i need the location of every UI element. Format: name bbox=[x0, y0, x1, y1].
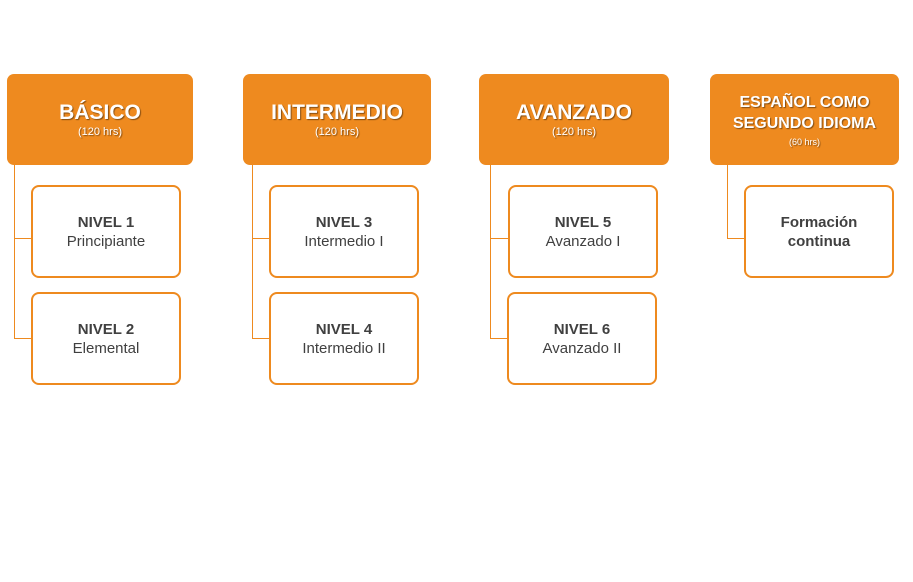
basico-hours: (120 hrs) bbox=[77, 125, 123, 138]
avanzado-connector-nivel6 bbox=[490, 338, 508, 339]
avanzado-title: AVANZADO bbox=[516, 100, 632, 124]
nivel-2-card: NIVEL 2 Elemental bbox=[31, 292, 181, 385]
intermedio-connector-nivel4 bbox=[252, 338, 270, 339]
basico-connector-nivel1 bbox=[14, 238, 32, 239]
basico-connector-vertical bbox=[14, 165, 15, 339]
nivel-3-level: NIVEL 3 bbox=[315, 213, 373, 231]
intermedio-connector-vertical bbox=[252, 165, 253, 339]
avanzado-connector-vertical bbox=[490, 165, 491, 339]
intermedio-connector-nivel3 bbox=[252, 238, 270, 239]
avanzado-hours: (120 hrs) bbox=[551, 125, 597, 138]
nivel-6-level: NIVEL 6 bbox=[553, 320, 611, 338]
nivel-1-level: NIVEL 1 bbox=[77, 213, 135, 231]
formacion-line1: Formación bbox=[780, 213, 858, 231]
nivel-5-level: NIVEL 5 bbox=[554, 213, 612, 231]
espanol-title-line2: SEGUNDO IDIOMA bbox=[732, 114, 877, 132]
nivel-2-name: Elemental bbox=[72, 339, 140, 357]
nivel-5-name: Avanzado I bbox=[545, 232, 621, 250]
espanol-header: ESPAÑOL COMO SEGUNDO IDIOMA (60 hrs) bbox=[710, 74, 899, 165]
nivel-6-name: Avanzado II bbox=[542, 339, 622, 357]
nivel-1-card: NIVEL 1 Principiante bbox=[31, 185, 181, 278]
nivel-4-card: NIVEL 4 Intermedio II bbox=[269, 292, 419, 385]
nivel-3-card: NIVEL 3 Intermedio I bbox=[269, 185, 419, 278]
espanol-hours: (60 hrs) bbox=[788, 136, 820, 147]
nivel-4-level: NIVEL 4 bbox=[315, 320, 373, 338]
nivel-5-card: NIVEL 5 Avanzado I bbox=[508, 185, 658, 278]
intermedio-title: INTERMEDIO bbox=[271, 100, 403, 124]
avanzado-header: AVANZADO (120 hrs) bbox=[479, 74, 669, 165]
nivel-6-card: NIVEL 6 Avanzado II bbox=[507, 292, 657, 385]
formacion-line2: continua bbox=[787, 232, 851, 250]
basico-connector-nivel2 bbox=[14, 338, 32, 339]
intermedio-header: INTERMEDIO (120 hrs) bbox=[243, 74, 431, 165]
intermedio-hours: (120 hrs) bbox=[314, 125, 360, 138]
formacion-continua-card: Formación continua bbox=[744, 185, 894, 278]
nivel-3-name: Intermedio I bbox=[304, 232, 384, 250]
nivel-2-level: NIVEL 2 bbox=[77, 320, 135, 338]
nivel-1-name: Principiante bbox=[66, 232, 146, 250]
nivel-4-name: Intermedio II bbox=[302, 339, 386, 357]
espanol-title-line1: ESPAÑOL COMO bbox=[739, 93, 870, 111]
espanol-connector-formacion bbox=[727, 238, 745, 239]
basico-title: BÁSICO bbox=[59, 100, 141, 124]
espanol-connector-vertical bbox=[727, 165, 728, 239]
avanzado-connector-nivel5 bbox=[490, 238, 508, 239]
basico-header: BÁSICO (120 hrs) bbox=[7, 74, 193, 165]
